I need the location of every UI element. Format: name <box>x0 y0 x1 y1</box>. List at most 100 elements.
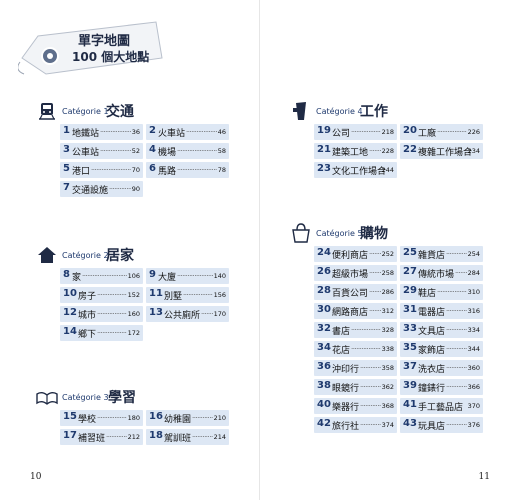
item-page: 244 <box>381 166 394 174</box>
vocab-item: 6馬路78...................................… <box>146 162 229 178</box>
dot-leader: ........................................ <box>446 419 467 427</box>
item-word: 文化工作場合 <box>332 167 387 177</box>
category-header: Catégorie 2 居家 <box>36 244 266 266</box>
item-number: 12 <box>63 307 77 318</box>
item-number: 11 <box>149 288 163 299</box>
dot-leader: ........................................ <box>369 248 381 256</box>
dot-leader: ........................................ <box>183 289 213 297</box>
vocab-item: 13公共廁所170...............................… <box>146 306 229 322</box>
item-page: 362 <box>381 383 394 391</box>
item-page: 284 <box>467 269 480 277</box>
item-page: 172 <box>127 329 140 337</box>
item-number: 40 <box>317 399 331 410</box>
dot-leader: ........................................ <box>97 289 127 297</box>
dot-leader: ........................................ <box>100 145 131 153</box>
vocab-item: 33文具店334................................… <box>400 322 483 338</box>
category-label: Catégorie 4 <box>316 107 363 116</box>
dot-leader: ........................................ <box>97 308 127 316</box>
item-word: 房子 <box>78 292 97 302</box>
item-word: 幼稚園 <box>164 415 192 425</box>
item-page: 228 <box>381 147 394 155</box>
item-word: 電器店 <box>418 308 446 318</box>
item-number: 26 <box>317 266 331 277</box>
item-number: 4 <box>149 144 156 155</box>
item-word: 公車站 <box>72 148 100 158</box>
vocab-item: 9大廈140..................................… <box>146 268 229 284</box>
category-label: Catégorie 2 <box>62 251 109 260</box>
train-icon <box>39 103 55 120</box>
item-number: 35 <box>403 342 417 353</box>
dot-leader: ........................................ <box>97 327 127 335</box>
dot-leader: ........................................ <box>446 248 467 256</box>
dot-leader: ........................................ <box>351 343 381 351</box>
item-number: 14 <box>63 326 77 337</box>
page-title: 單字地圖 <box>78 34 131 49</box>
vocab-item: 27傳統市場284...............................… <box>400 265 483 281</box>
item-number: 2 <box>149 125 156 136</box>
item-number: 28 <box>317 285 331 296</box>
item-page: 252 <box>381 250 394 258</box>
dot-leader: ........................................ <box>351 126 381 134</box>
item-word: 大廈 <box>158 273 177 283</box>
item-page: 210 <box>213 414 226 422</box>
page-gutter <box>259 0 260 500</box>
item-word: 樂器行 <box>332 403 360 413</box>
category-header: Catégorie 3 學習 <box>36 386 266 408</box>
vocab-item: 14鄉下172.................................… <box>60 325 143 341</box>
vocab-item: 26超級市場258...............................… <box>314 265 397 281</box>
item-number: 31 <box>403 304 417 315</box>
category-label: Catégorie 3 <box>62 393 109 402</box>
item-word: 玩具店 <box>418 422 446 432</box>
vocab-item: 17補習班212................................… <box>60 429 143 445</box>
vocab-item: 11別墅156.................................… <box>146 287 229 303</box>
item-page: 366 <box>467 383 480 391</box>
item-number: 21 <box>317 144 331 155</box>
dot-leader: ........................................ <box>360 362 381 370</box>
item-number: 43 <box>403 418 417 429</box>
item-number: 16 <box>149 411 163 422</box>
category-name: 工作 <box>360 104 388 120</box>
vocab-item: 30網路商店312...............................… <box>314 303 397 319</box>
item-page: 368 <box>381 402 394 410</box>
vocab-item: 34花店338.................................… <box>314 341 397 357</box>
item-page: 170 <box>213 310 226 318</box>
item-page: 58 <box>217 147 226 155</box>
header-tag: 單字地圖 100 個大地點 <box>18 18 168 76</box>
item-word: 便利商店 <box>332 251 369 261</box>
item-number: 36 <box>317 361 331 372</box>
item-number: 29 <box>403 285 417 296</box>
item-word: 雜貨店 <box>418 251 446 261</box>
vocab-item: 25雜貨店254................................… <box>400 246 483 262</box>
vocab-item: 3公車站52..................................… <box>60 143 143 159</box>
item-number: 17 <box>63 430 77 441</box>
dot-leader: ........................................ <box>100 126 131 134</box>
item-number: 32 <box>317 323 331 334</box>
house-icon <box>38 247 56 263</box>
item-word: 地鐵站 <box>72 129 100 139</box>
item-number: 34 <box>317 342 331 353</box>
dot-leader: ........................................ <box>192 412 213 420</box>
item-word: 交通設施 <box>72 186 109 196</box>
item-page: 78 <box>217 166 226 174</box>
vocab-item: 8家106...................................… <box>60 268 143 284</box>
item-page: 338 <box>381 345 394 353</box>
item-page: 160 <box>127 310 140 318</box>
right-page-number: 11 <box>478 472 490 482</box>
item-word: 複雜工作場合 <box>418 148 473 158</box>
item-number: 23 <box>317 163 331 174</box>
item-number: 41 <box>403 399 417 410</box>
item-word: 鞋店 <box>418 289 437 299</box>
dot-leader: ........................................ <box>186 126 217 134</box>
item-page: 214 <box>213 433 226 441</box>
category-name: 居家 <box>106 248 134 264</box>
item-page: 90 <box>131 185 140 193</box>
item-page: 376 <box>467 421 480 429</box>
vocab-item: 7交通設施90.................................… <box>60 181 143 197</box>
item-word: 洗衣店 <box>418 365 446 375</box>
item-number: 15 <box>63 411 77 422</box>
item-page: 180 <box>127 414 140 422</box>
